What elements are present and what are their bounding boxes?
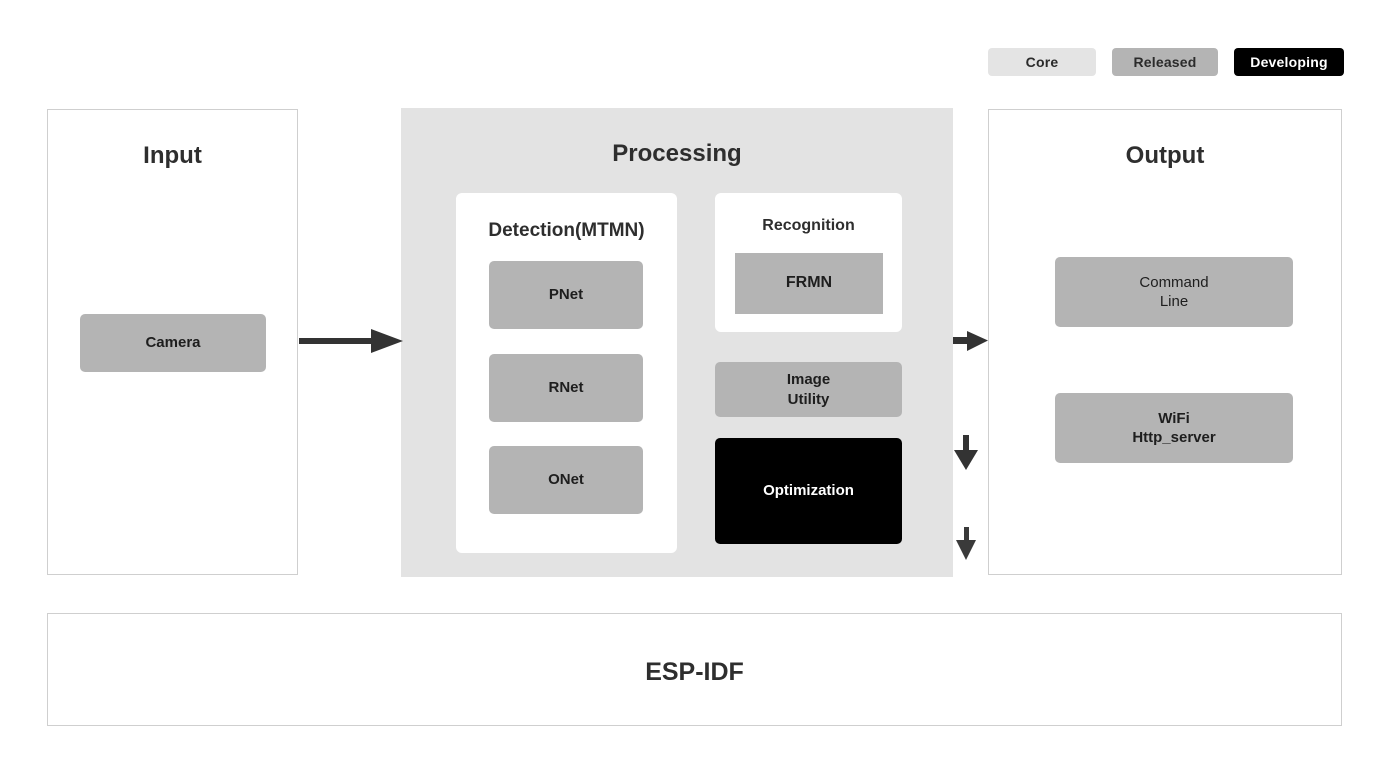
- node-onet[interactable]: ONet: [489, 446, 643, 514]
- panel-output-title: Output: [1125, 142, 1205, 169]
- node-optimization[interactable]: Optimization: [715, 438, 902, 544]
- card-detection: Detection(MTMN) PNet RNet ONet: [456, 193, 677, 553]
- legend-chip-core[interactable]: Core: [988, 48, 1096, 76]
- node-frmn[interactable]: FRMN: [735, 253, 883, 314]
- panel-output: Output Command Line WiFi Http_server: [988, 109, 1342, 575]
- card-recognition: Recognition FRMN: [715, 193, 902, 332]
- node-pnet[interactable]: PNet: [489, 261, 643, 329]
- panel-input: Input Camera: [47, 109, 298, 575]
- arrow-rnet-to-onet: [956, 527, 976, 560]
- legend: Core Released Developing: [988, 48, 1344, 76]
- card-detection-title: Detection(MTMN): [488, 220, 645, 241]
- node-camera[interactable]: Camera: [80, 314, 266, 372]
- panel-processing-title: Processing: [612, 140, 742, 167]
- panel-esp-idf: ESP-IDF: [47, 613, 1342, 726]
- node-wifi-http-server[interactable]: WiFi Http_server: [1055, 393, 1293, 463]
- node-rnet[interactable]: RNet: [489, 354, 643, 422]
- node-command-line[interactable]: Command Line: [1055, 257, 1293, 327]
- legend-chip-released[interactable]: Released: [1112, 48, 1218, 76]
- arrow-pnet-to-rnet: [954, 435, 978, 470]
- arrow-processing-to-output: [953, 331, 988, 351]
- card-recognition-title: Recognition: [762, 217, 855, 234]
- panel-processing: Processing Detection(MTMN) PNet RNet ONe…: [401, 108, 978, 577]
- panel-esp-idf-title: ESP-IDF: [645, 658, 744, 686]
- node-image-utility[interactable]: Image Utility: [715, 362, 902, 417]
- arrow-input-to-processing: [299, 329, 403, 353]
- panel-input-title: Input: [143, 142, 202, 169]
- legend-chip-developing[interactable]: Developing: [1234, 48, 1344, 76]
